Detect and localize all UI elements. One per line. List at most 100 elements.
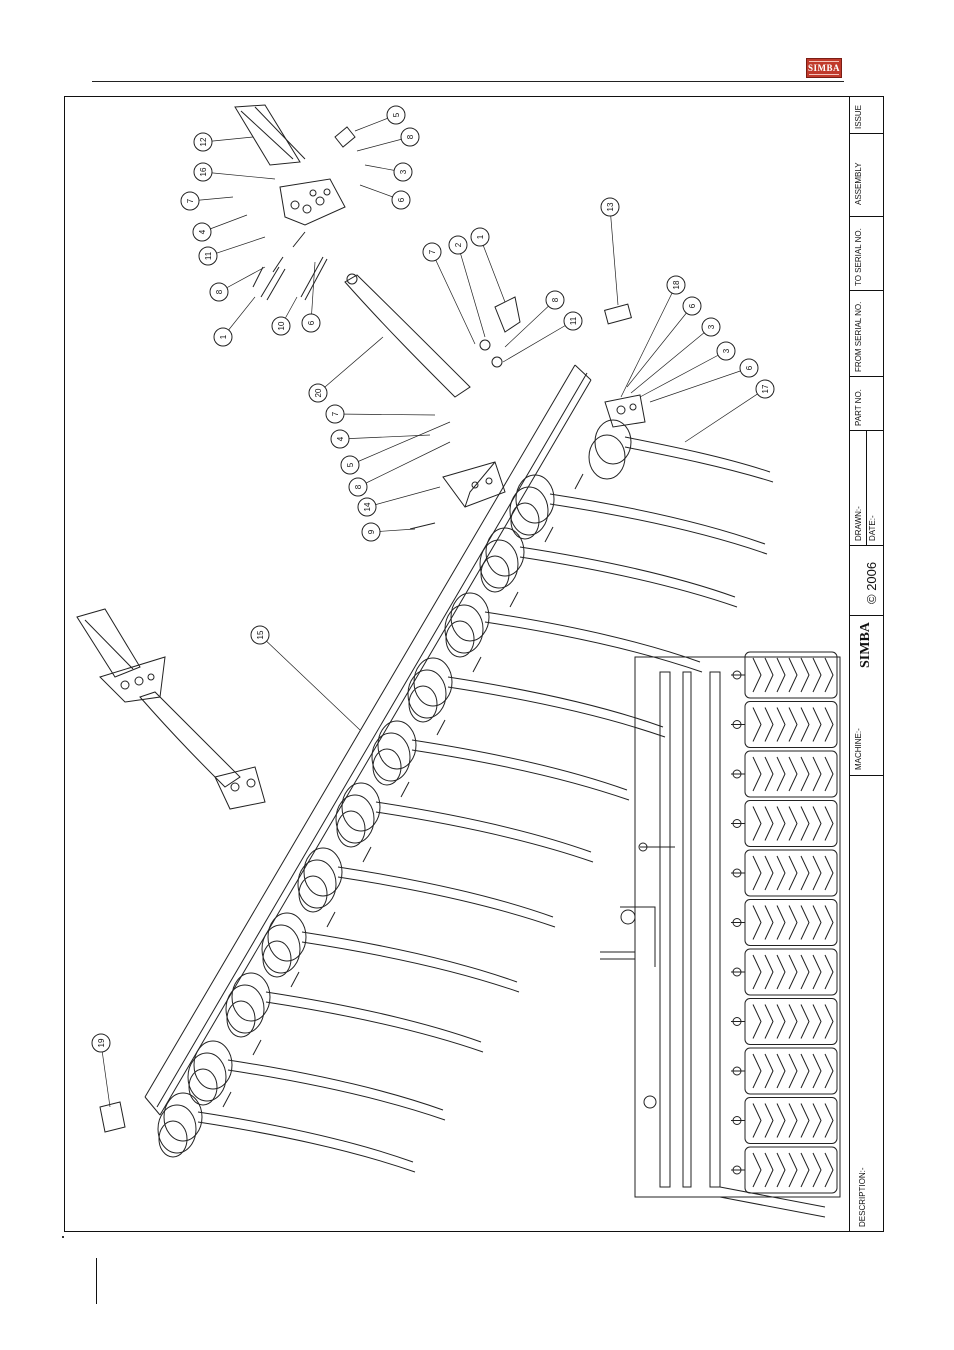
drawn-label: DRAWN:- xyxy=(854,506,864,541)
balloon-number: 4 xyxy=(198,229,207,234)
simba-wordmark: SIMBA xyxy=(858,622,874,668)
leader-line xyxy=(650,368,749,402)
leader-line xyxy=(335,414,435,415)
balloon-callout: 3 xyxy=(717,342,735,360)
balloon-number: 17 xyxy=(761,384,770,393)
coil-tine xyxy=(262,912,519,992)
balloon-callout: 13 xyxy=(601,198,619,216)
balloon-callout: 18 xyxy=(667,276,685,294)
balloon-number: 9 xyxy=(367,529,376,534)
packer-tyre xyxy=(731,1048,837,1094)
leader-line xyxy=(203,172,275,179)
balloon-callout: 11 xyxy=(199,247,217,265)
coil-tine xyxy=(336,782,593,862)
balloon-callout: 10 xyxy=(272,317,290,335)
balloon-number: 7 xyxy=(428,249,437,254)
balloon-callout: 3 xyxy=(394,163,412,181)
balloon-number: 7 xyxy=(186,198,195,203)
leader-line xyxy=(432,252,475,344)
balloon-number: 8 xyxy=(354,484,363,489)
balloon-number: 11 xyxy=(204,251,213,260)
leader-line xyxy=(340,435,430,439)
balloon-number: 10 xyxy=(277,321,286,330)
balloon-number: 14 xyxy=(363,502,372,511)
balloon-number: 15 xyxy=(256,630,265,639)
balloon-number: 8 xyxy=(215,289,224,294)
packer-tyre xyxy=(731,751,837,797)
leader-line xyxy=(640,351,726,397)
packer-tyre xyxy=(731,1098,837,1144)
issue-label: ISSUE xyxy=(854,105,864,129)
packer-tyre xyxy=(731,702,837,748)
balloon-callout: 7 xyxy=(181,192,199,210)
balloon-number: 5 xyxy=(392,112,401,117)
packer-tyre xyxy=(731,999,837,1045)
balloon-callout: 6 xyxy=(302,314,320,332)
balloon-callout: 3 xyxy=(702,318,720,336)
leader-line xyxy=(631,327,711,393)
balloon-number: 19 xyxy=(97,1038,106,1047)
machine-label: MACHINE:- xyxy=(854,728,864,770)
link-arm xyxy=(345,274,520,397)
balloon-number: 1 xyxy=(476,234,485,239)
leader-lines xyxy=(101,115,765,1107)
balloon-callout: 7 xyxy=(423,243,441,261)
balloon-callout: 8 xyxy=(401,128,419,146)
balloon-callout: 2 xyxy=(449,236,467,254)
header-rule xyxy=(92,81,844,82)
machine-part-view xyxy=(600,652,840,1217)
balloon-number: 11 xyxy=(569,316,578,325)
balloon-number: 8 xyxy=(551,297,560,302)
coil-tine xyxy=(298,847,555,927)
coil-tine xyxy=(510,474,767,554)
packer-tyre xyxy=(731,801,837,847)
end-tine-assembly xyxy=(589,304,773,482)
simba-logo: SIMBA xyxy=(806,58,842,78)
leader-line xyxy=(318,337,383,393)
leader-line xyxy=(621,285,676,397)
coil-tine xyxy=(408,657,665,737)
balloon-callout: 16 xyxy=(194,163,212,181)
leader-line xyxy=(503,321,573,362)
balloon-number: 2 xyxy=(454,242,463,247)
packer-tyre xyxy=(731,652,837,698)
leader-line xyxy=(367,487,440,507)
coil-tine xyxy=(188,1040,445,1120)
to-serial-label: TO SERIAL NO. xyxy=(854,228,864,286)
balloon-number: 8 xyxy=(406,134,415,139)
balloon-callout: 9 xyxy=(362,523,380,541)
balloon-callout: 8 xyxy=(210,283,228,301)
leader-line xyxy=(505,300,555,347)
leader-line xyxy=(101,1043,110,1107)
packer-tyre xyxy=(731,900,837,946)
balloon-number: 6 xyxy=(745,365,754,370)
balloon-number: 6 xyxy=(397,197,406,202)
end-bracket xyxy=(410,462,505,529)
tine-bar xyxy=(145,365,591,1115)
balloon-callout: 15 xyxy=(251,626,269,644)
leader-line xyxy=(480,237,505,302)
balloon-callout: 1 xyxy=(214,328,232,346)
balloon-callout: 11 xyxy=(564,312,582,330)
balloon-callout: 17 xyxy=(756,380,774,398)
balloon-number: 13 xyxy=(606,202,615,211)
page-margin-line xyxy=(96,1258,97,1304)
coil-tine xyxy=(480,527,737,607)
leader-line xyxy=(358,442,450,487)
balloon-number: 7 xyxy=(331,411,340,416)
packer-tyre xyxy=(731,850,837,896)
balloon-callout: 14 xyxy=(358,498,376,516)
balloon-number: 6 xyxy=(688,303,697,308)
balloon-number: 3 xyxy=(707,324,716,329)
date-label: DATE:- xyxy=(868,515,878,541)
packer-tyre xyxy=(731,949,837,995)
balloon-callout: 12 xyxy=(194,133,212,151)
tines xyxy=(158,474,767,1172)
part-no-label: PART NO. xyxy=(854,389,864,426)
balloon-callout: 4 xyxy=(331,430,349,448)
balloon-number: 3 xyxy=(722,348,731,353)
coil-tine xyxy=(158,1092,415,1172)
balloon-number: 3 xyxy=(399,169,408,174)
